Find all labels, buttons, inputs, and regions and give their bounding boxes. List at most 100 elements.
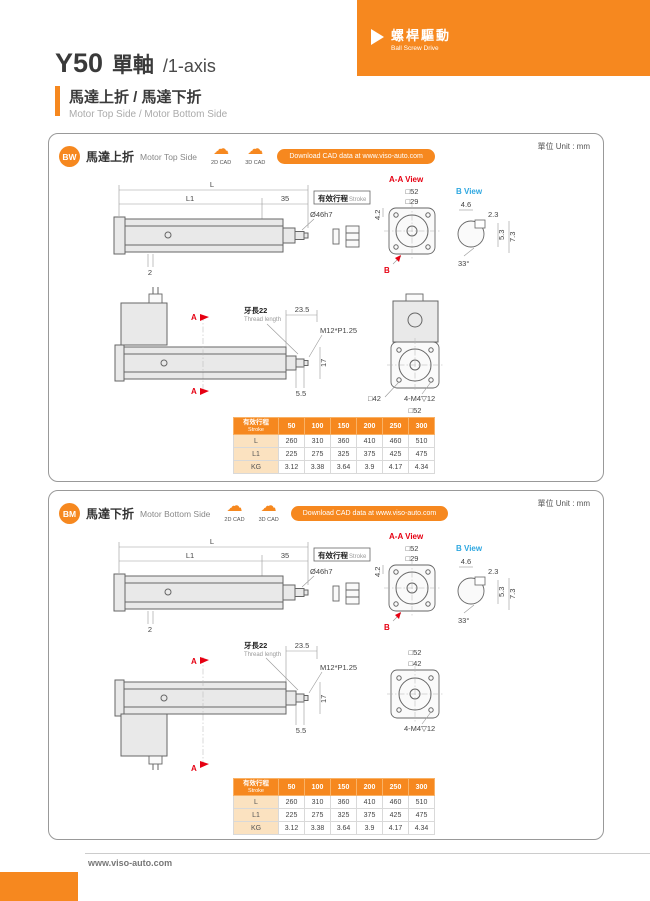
cell: 310 <box>304 434 331 448</box>
dim-sq42: □42 <box>368 394 381 403</box>
view-b-arrow-label: B <box>384 266 390 275</box>
dim-17: 17 <box>319 359 328 367</box>
panel-motor-top-side: 單位 Unit : mm BW 馬達上折 Motor Top Side ☁2D … <box>48 133 604 482</box>
cell: 325 <box>330 447 357 461</box>
stroke-col-300: 300 <box>408 417 435 435</box>
stroke-header-en: Stroke <box>248 427 264 433</box>
cell: 310 <box>304 795 331 809</box>
cad-3d-label: 3D CAD <box>245 160 266 166</box>
dim-sq52: □52 <box>406 544 419 553</box>
cell: 3.64 <box>330 821 357 835</box>
cell: 4.17 <box>382 821 409 835</box>
download-cad-button[interactable]: Download CAD data at www.viso-auto.com <box>277 149 435 164</box>
stroke-col-100: 100 <box>304 417 331 435</box>
thread-length-en: Thread length <box>244 652 281 658</box>
dim-sq52-rear: □52 <box>409 648 422 657</box>
aa-view: A-A View □52 □29 4.2 B <box>373 175 440 275</box>
row-label: KG <box>233 460 279 474</box>
panel-title-en: Motor Bottom Side <box>140 508 211 519</box>
motor-top-folded-view: 牙長22 Thread length 23.5 M12*P1.25 <box>114 287 357 398</box>
cad-2d-icon[interactable]: ☁2D CAD <box>224 499 244 527</box>
thread-length-zh: 牙長22 <box>244 641 267 650</box>
table-row-L: L 260 310 360 410 460 510 <box>233 795 435 809</box>
footer-website-link[interactable]: www.viso-auto.com <box>88 858 173 868</box>
stroke-label-en: Stroke <box>349 197 367 203</box>
row-label: L1 <box>233 447 279 461</box>
drive-type-en: Ball Screw Drive <box>391 45 439 52</box>
cell: 360 <box>330 795 357 809</box>
thread-length-en: Thread length <box>244 317 281 323</box>
motor-bottom-folded-view: 牙長22 Thread length 23.5 M12*P1.25 <box>114 641 357 773</box>
cell: 3.9 <box>356 821 383 835</box>
stroke-header-cell: 有效行程 Stroke <box>233 778 279 796</box>
stroke-col-50: 50 <box>278 417 305 435</box>
cell: 460 <box>382 795 409 809</box>
cell: 360 <box>330 434 357 448</box>
cell: 4.34 <box>408 460 435 474</box>
dim-23-5: 23.5 <box>295 641 310 650</box>
dim-4-2: 4.2 <box>373 567 382 577</box>
dim-4-6: 4.6 <box>461 200 471 209</box>
footer-orange-block <box>0 872 78 901</box>
dim-tap: 4-M4▽12 <box>404 394 435 403</box>
cell: 275 <box>304 808 331 822</box>
section-title-en: Motor Top Side / Motor Bottom Side <box>69 109 228 120</box>
dim-23-5: 23.5 <box>295 305 310 314</box>
stroke-col-200: 200 <box>356 778 383 796</box>
row-label: KG <box>233 821 279 835</box>
cad-2d-label: 2D CAD <box>211 160 232 166</box>
dim-17: 17 <box>319 695 328 703</box>
drive-type-label: 螺桿驅動 Ball Screw Drive <box>391 25 451 52</box>
cell: 4.34 <box>408 821 435 835</box>
section-a-bottom-label: A <box>191 387 197 396</box>
type-badge-bw: BW <box>59 146 80 167</box>
dim-5-5: 5.5 <box>296 726 306 735</box>
dim-sq29: □29 <box>406 197 419 206</box>
cell: 3.38 <box>304 821 331 835</box>
dim-7-3: 7.3 <box>508 232 517 242</box>
page-title: Y50 單軸 /1-axis <box>55 43 216 80</box>
row-label: L1 <box>233 808 279 822</box>
dim-35: 35 <box>281 551 289 560</box>
row-label: L <box>233 434 279 448</box>
cell: 475 <box>408 447 435 461</box>
b-view-label: B View <box>456 187 483 196</box>
row-label: L <box>233 795 279 809</box>
cell: 425 <box>382 447 409 461</box>
cell: 325 <box>330 808 357 822</box>
dim-thread-spec: M12*P1.25 <box>320 663 357 672</box>
dim-L1: L1 <box>186 551 194 560</box>
table-row-L1: L1 225 275 325 375 425 475 <box>233 808 435 822</box>
stroke-col-150: 150 <box>330 417 357 435</box>
b-view: B View 4.6 2.3 5.3 7.3 33° <box>456 187 517 268</box>
thread-length-zh: 牙長22 <box>244 306 267 315</box>
panel-title-en: Motor Top Side <box>140 151 198 162</box>
download-cad-button[interactable]: Download CAD data at www.viso-auto.com <box>290 506 449 521</box>
dim-5-5: 5.5 <box>296 389 306 398</box>
dim-5-3: 5.3 <box>497 230 506 240</box>
stroke-label-en: Stroke <box>349 554 367 560</box>
cad-2d-icon[interactable]: ☁2D CAD <box>211 142 232 170</box>
dim-33deg: 33° <box>458 616 469 625</box>
dim-2: 2 <box>148 625 152 634</box>
type-badge-bm: BM <box>59 503 80 524</box>
stroke-label-zh: 有效行程 <box>318 550 348 560</box>
panel-title-zh: 馬達上折 <box>86 150 135 164</box>
cad-3d-icon[interactable]: ☁3D CAD <box>245 142 266 170</box>
arrow-right-icon <box>371 29 384 45</box>
section-accent-bar <box>55 86 60 116</box>
dim-sq52-rear: □52 <box>409 406 422 415</box>
cell: 225 <box>278 808 305 822</box>
dim-thread-spec: M12*P1.25 <box>320 326 357 335</box>
cell: 410 <box>356 795 383 809</box>
table-row-L1: L1 225 275 325 375 425 475 <box>233 447 435 461</box>
title-en: /1-axis <box>162 56 216 77</box>
aa-view: A-A View □52 □29 4.2 B <box>373 532 440 632</box>
cad-3d-icon[interactable]: ☁3D CAD <box>259 499 279 527</box>
panel-motor-bottom-side: 單位 Unit : mm BM 馬達下折 Motor Bottom Side ☁… <box>48 490 604 840</box>
aa-view-label: A-A View <box>389 175 424 184</box>
section-a-bottom-label: A <box>191 764 197 773</box>
cell: 260 <box>278 434 305 448</box>
dim-L: L <box>210 537 214 546</box>
